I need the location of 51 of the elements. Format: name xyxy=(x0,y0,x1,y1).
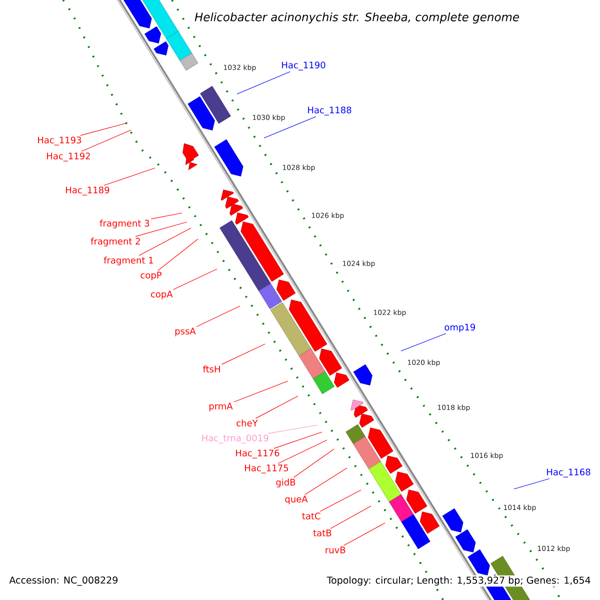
leader-line xyxy=(236,71,291,94)
gene-label: Hac_1193 xyxy=(38,136,82,146)
title: Helicobacter acinonychis str. Sheeba, complete genome xyxy=(192,10,522,26)
leader-line xyxy=(104,168,156,186)
leader-line xyxy=(293,448,334,478)
gene-label: Hac_1168 xyxy=(547,468,590,478)
leader-line xyxy=(221,344,266,365)
gene-label: Hac_1188 xyxy=(308,106,352,116)
leader-line xyxy=(135,222,188,237)
leader-line xyxy=(172,268,218,290)
leader-line xyxy=(196,306,240,327)
gene-label: fragment 1 xyxy=(104,256,153,266)
gene-label: fragment 2 xyxy=(90,238,140,246)
gene-label: tatC xyxy=(302,512,320,520)
gene-label: copP xyxy=(140,272,162,280)
leader-line xyxy=(514,478,550,490)
leader-line xyxy=(268,424,318,434)
gene-label: ftsH xyxy=(203,366,220,372)
gene-label: Hac_1189 xyxy=(66,186,110,196)
leader-line xyxy=(343,522,386,546)
gene-label: pssA xyxy=(175,328,196,336)
leader-line xyxy=(278,440,328,464)
leader-line xyxy=(81,130,132,152)
leader-line xyxy=(274,432,322,449)
gene-label: cheY xyxy=(236,420,258,426)
gene-label: Hac_1176 xyxy=(236,450,280,458)
gene-label: ruvB xyxy=(326,546,346,554)
leader-line xyxy=(150,212,182,220)
gene-label: fragment 3 xyxy=(100,220,150,228)
gene-label: Hac_1190 xyxy=(282,62,326,70)
gene-label: copA xyxy=(150,290,173,300)
gene-label: prmA xyxy=(209,402,233,412)
leader-line xyxy=(320,490,362,512)
gene-label: Hac_1175 xyxy=(245,464,288,474)
leader-line xyxy=(158,238,198,271)
gene-label: Hac_trna_0019 xyxy=(202,434,268,444)
leader-line xyxy=(234,380,288,402)
leader-line xyxy=(330,506,372,529)
accession-text: Accession: NC_008229 xyxy=(9,576,118,586)
topology-text: Topology: circular; Length: 1,553,927 bp; Genes: 1,654 xyxy=(326,575,592,587)
leader-line xyxy=(304,468,348,495)
leader-line xyxy=(256,396,298,419)
gene-label: Hac_1192 xyxy=(47,152,90,162)
leader-line xyxy=(138,228,192,256)
gene-label: gidB xyxy=(276,478,296,488)
leader-line xyxy=(400,333,446,352)
gene-label: tatB xyxy=(313,530,332,536)
gene-label: queA xyxy=(285,496,308,504)
gene-label: omp19 xyxy=(444,324,476,332)
leader-line xyxy=(80,122,128,136)
leader-line xyxy=(264,116,316,138)
